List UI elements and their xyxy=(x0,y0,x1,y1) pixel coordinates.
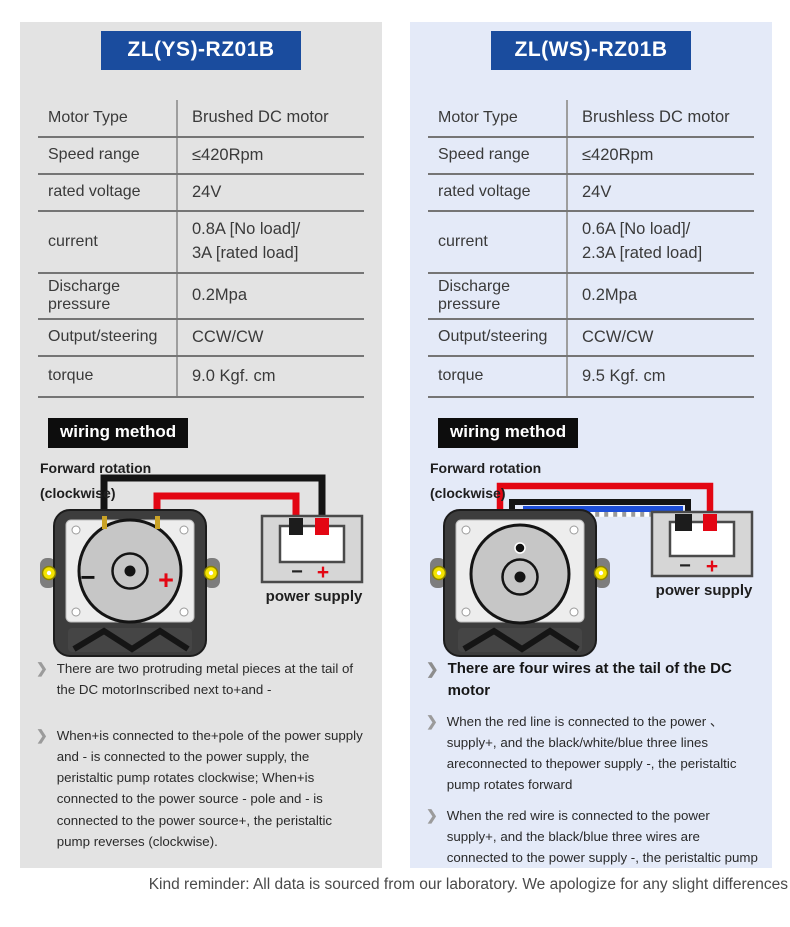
note-text: When the red wire is connected to the po… xyxy=(446,807,758,866)
spec-label: Speed range xyxy=(438,146,530,164)
spec-table: Motor Type Brushless DC motor Speed rang… xyxy=(428,100,754,398)
wiring-method-badge: wiring method xyxy=(438,418,579,448)
spec-label: Speed range xyxy=(48,146,140,164)
note-text: When+is connected to the+pole of the pow… xyxy=(56,727,363,849)
supply-minus-label: − xyxy=(291,561,303,583)
pump-vent xyxy=(72,627,190,653)
table-row: Speed range ≤420Rpm xyxy=(428,138,754,175)
wiring-diagram: Forward rotation (clockwise) xyxy=(410,448,772,657)
spec-value: 24V xyxy=(582,182,612,201)
product-title: ZL(WS)-RZ01B xyxy=(491,31,691,70)
power-supply-box: − + power supply xyxy=(650,510,754,599)
supply-terminal-minus xyxy=(675,514,692,531)
spec-label: Output/steering xyxy=(438,328,548,346)
spec-value: ≤420Rpm xyxy=(192,145,264,164)
spec-value-line1: 0.6A [No load]/ xyxy=(582,220,691,239)
table-row: Motor Type Brushless DC motor xyxy=(428,100,754,138)
rotation-label: Forward rotation (clockwise) xyxy=(40,460,152,501)
pump-illustration xyxy=(430,509,610,657)
pump-plus-label: + xyxy=(158,565,174,595)
terminal-pin-minus xyxy=(102,516,107,529)
spec-value-line2: 2.3A [rated load] xyxy=(582,244,703,262)
rotation-label: Forward rotation (clockwise) xyxy=(430,460,542,501)
supply-terminal-plus xyxy=(703,514,717,531)
wiring-method-badge: wiring method xyxy=(48,418,189,448)
table-row: current 0.6A [No load]/ 2.3A [rated load… xyxy=(428,212,754,274)
spec-value: CCW/CW xyxy=(192,327,264,346)
wire-hub xyxy=(514,542,526,554)
wiring-diagram-svg: − + − + power supply xyxy=(40,474,364,657)
table-row: Output/steering CCW/CW xyxy=(38,320,364,357)
spec-label: Discharge pressure xyxy=(48,277,121,313)
spec-value: 24V xyxy=(192,182,222,201)
chevron-right-icon: ❯ xyxy=(426,712,438,729)
table-row: torque 9.0 Kgf. cm xyxy=(38,357,364,398)
chevron-right-icon: ❯ xyxy=(36,726,48,743)
supply-plus-label: + xyxy=(706,555,718,578)
list-item: ❯ When the red wire is connected to the … xyxy=(424,805,758,868)
wiring-diagram-svg: − + power supply xyxy=(430,482,754,657)
spec-value: Brushless DC motor xyxy=(582,108,730,127)
list-item: ❯ When+is connected to the+pole of the p… xyxy=(34,725,368,853)
note-text: There are four wires at the tail of the … xyxy=(447,660,732,699)
spec-label: torque xyxy=(48,367,94,385)
table-row: rated voltage 24V xyxy=(38,175,364,212)
supply-plus-label: + xyxy=(317,561,329,584)
pump-vent xyxy=(462,627,580,653)
wiring-diagram: Forward rotation (clockwise) xyxy=(20,448,382,657)
spec-value-line1: 0.8A [No load]/ xyxy=(192,220,301,239)
spec-table: Motor Type Brushed DC motor Speed range … xyxy=(38,100,364,398)
panel-brushless-motor: ZL(WS)-RZ01B Motor Type Brushless DC mot… xyxy=(410,22,772,868)
spec-label: current xyxy=(48,232,98,250)
spec-value: ≤420Rpm xyxy=(582,145,654,164)
panel-brushed-motor: ZL(YS)-RZ01B Motor Type Brushed DC motor… xyxy=(20,22,382,868)
table-row: torque 9.5 Kgf. cm xyxy=(428,357,754,398)
spec-value-line2: 3A [rated load] xyxy=(192,244,299,262)
spec-label: Motor Type xyxy=(438,108,518,126)
chevron-right-icon: ❯ xyxy=(426,661,439,678)
power-supply-box: − + power supply xyxy=(260,514,364,605)
table-row: rated voltage 24V xyxy=(428,175,754,212)
spec-value: CCW/CW xyxy=(582,327,654,346)
spec-label: Output/steering xyxy=(48,328,158,346)
note-text: When the red line is connected to the po… xyxy=(446,713,737,793)
product-title: ZL(YS)-RZ01B xyxy=(101,31,301,70)
terminal-pin-plus xyxy=(155,516,160,529)
spec-label: Discharge pressure xyxy=(438,277,511,313)
list-item: ❯ There are four wires at the tail of th… xyxy=(424,658,758,702)
notes-list: ❯ There are four wires at the tail of th… xyxy=(424,658,758,868)
spec-label: Motor Type xyxy=(48,108,128,126)
supply-minus-label: − xyxy=(679,555,691,577)
power-supply-label: power supply xyxy=(656,582,753,599)
supply-terminal-minus xyxy=(289,518,303,535)
wire-black xyxy=(100,474,326,524)
pump-illustration: − + xyxy=(40,509,220,657)
spec-label: rated voltage xyxy=(48,183,141,201)
spec-label: current xyxy=(438,232,488,250)
spec-value: 0.2Mpa xyxy=(582,286,638,305)
list-item: ❯ When the red line is connected to the … xyxy=(424,711,758,796)
spec-value: Brushed DC motor xyxy=(192,108,329,127)
table-row: Discharge pressure 0.2Mpa xyxy=(428,274,754,320)
power-supply-label: power supply xyxy=(266,588,363,605)
spec-value: 9.0 Kgf. cm xyxy=(192,366,276,385)
spec-value: 0.2Mpa xyxy=(192,286,248,305)
table-row: Speed range ≤420Rpm xyxy=(38,138,364,175)
spec-value: 9.5 Kgf. cm xyxy=(582,366,666,385)
table-row: current 0.8A [No load]/ 3A [rated load] xyxy=(38,212,364,274)
spec-label: rated voltage xyxy=(438,183,531,201)
note-text: There are two protruding metal pieces at… xyxy=(56,661,354,698)
table-row: Discharge pressure 0.2Mpa xyxy=(38,274,364,320)
pump-minus-label: − xyxy=(80,562,95,592)
chevron-right-icon: ❯ xyxy=(426,806,438,823)
chevron-right-icon: ❯ xyxy=(36,660,48,676)
table-row: Output/steering CCW/CW xyxy=(428,320,754,357)
list-item: ❯ There are two protruding metal pieces … xyxy=(34,658,368,701)
spec-label: torque xyxy=(438,367,484,385)
supply-terminal-plus xyxy=(315,518,329,535)
kind-reminder-text: Kind reminder: All data is sourced from … xyxy=(148,876,788,893)
table-row: Motor Type Brushed DC motor xyxy=(38,100,364,138)
notes-list: ❯ There are two protruding metal pieces … xyxy=(34,658,368,852)
